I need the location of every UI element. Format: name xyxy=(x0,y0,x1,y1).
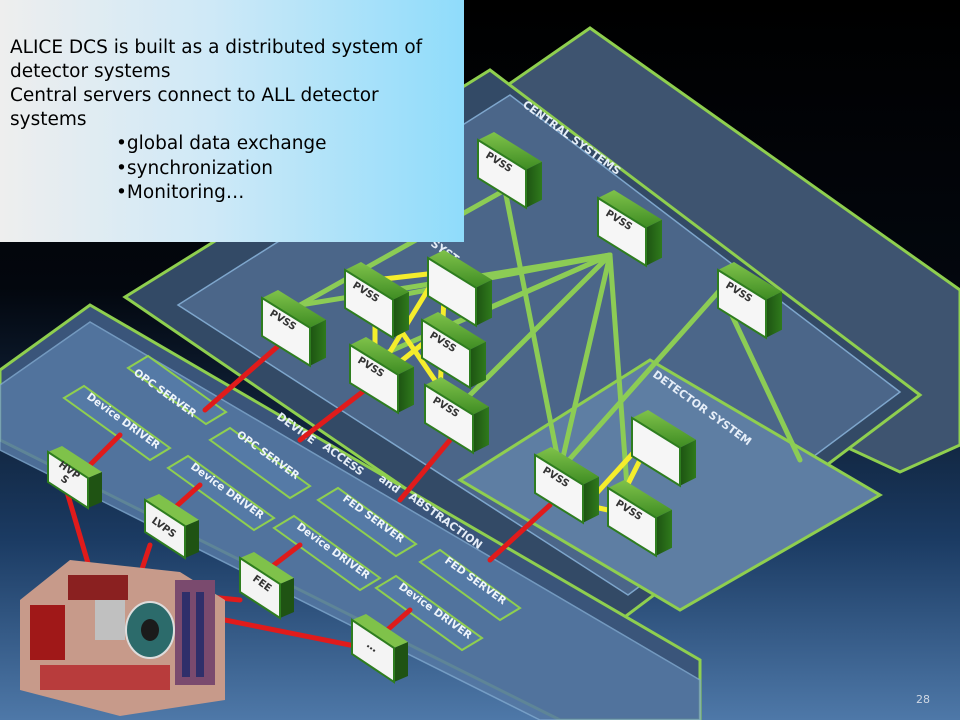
pvss-central-1-node[interactable]: PVSS xyxy=(477,132,542,210)
lvps-node[interactable]: LVPS xyxy=(144,494,199,560)
hardware-nodes: HVP S LVPS FEE … xyxy=(47,446,408,684)
pvss-detector-6-node[interactable]: PVSS xyxy=(424,377,489,455)
pvss-detector-1-node[interactable]: PVSS xyxy=(344,262,409,340)
pvss-detsys-2-node[interactable]: PVSS xyxy=(534,447,599,525)
pvss-detector-5-node[interactable]: PVSS xyxy=(349,337,414,415)
callout-bullets: global data exchange synchronization Mon… xyxy=(10,132,454,206)
red-link xyxy=(297,387,368,443)
pvss-detsys-3-node[interactable]: PVSS xyxy=(607,480,672,558)
red-link xyxy=(382,607,413,635)
callout-bullet: Monitoring… xyxy=(116,181,454,206)
callout-bullet: global data exchange xyxy=(116,132,454,157)
red-link xyxy=(202,337,288,413)
red-link xyxy=(222,617,353,648)
hvps-node[interactable]: HVP S xyxy=(47,446,102,510)
red-link xyxy=(87,432,123,468)
green-link xyxy=(557,287,723,473)
red-link xyxy=(62,482,93,573)
pvss-detector-4-node[interactable]: PVSS xyxy=(261,290,326,368)
info-callout: ALICE DCS is built as a distributed syst… xyxy=(0,0,464,242)
green-link xyxy=(297,187,508,308)
red-link xyxy=(267,542,303,571)
pvss-detector-2-node[interactable] xyxy=(427,250,492,328)
pvss-detsys-1-node[interactable] xyxy=(631,410,696,488)
fee-node[interactable]: FEE xyxy=(239,552,294,620)
red-link xyxy=(487,502,553,563)
callout-line-2: Central servers connect to ALL detector … xyxy=(10,85,379,130)
detector-illustration xyxy=(20,560,225,716)
green-link xyxy=(557,252,613,473)
other-hardware-node[interactable]: … xyxy=(351,614,408,684)
pvss-central-3-node[interactable]: PVSS xyxy=(717,262,782,340)
pvss-detector-3-node[interactable]: PVSS xyxy=(421,312,486,390)
green-link xyxy=(372,252,613,303)
pvss-central-2-node[interactable]: PVSS xyxy=(597,190,662,268)
page-number: 28 xyxy=(916,693,930,706)
callout-line-1: ALICE DCS is built as a distributed syst… xyxy=(10,37,423,82)
red-link xyxy=(397,437,453,503)
callout-bullet: synchronization xyxy=(116,157,454,182)
